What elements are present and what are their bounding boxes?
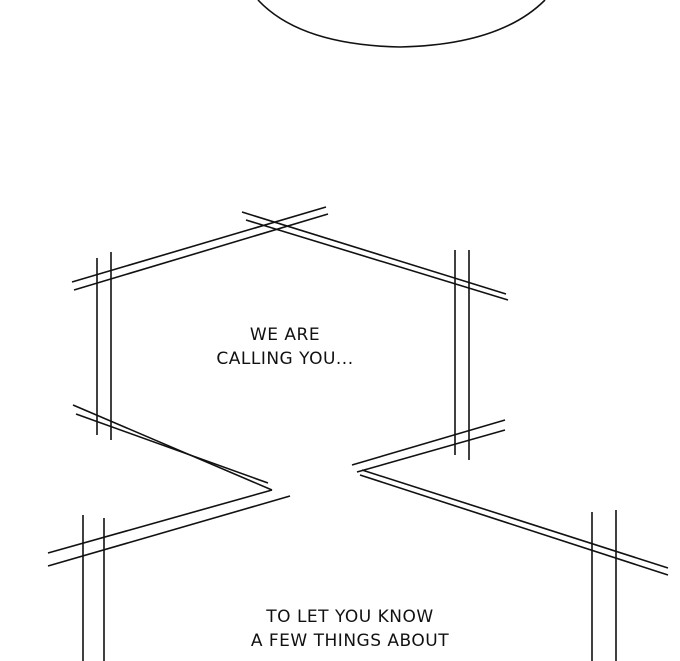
speech-line: CALLING YOU... bbox=[216, 349, 354, 369]
round-speech-bubble-edge bbox=[257, 0, 546, 48]
speech-line: TO LET YOU KNOW bbox=[266, 607, 434, 627]
speech-text-2: TO LET YOU KNOW A FEW THINGS ABOUT bbox=[215, 605, 485, 653]
jagged-speech-bubble-outline bbox=[47, 206, 669, 661]
speech-text-1: WE ARE CALLING YOU... bbox=[190, 323, 380, 371]
speech-line: A FEW THINGS ABOUT bbox=[250, 631, 450, 651]
speech-line: WE ARE bbox=[249, 325, 321, 345]
